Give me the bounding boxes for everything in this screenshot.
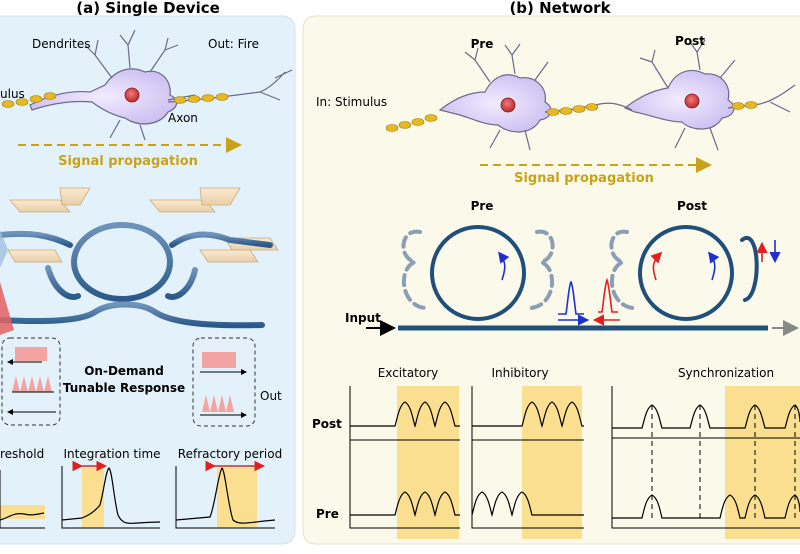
waveguide-top-right	[169, 231, 273, 248]
drop-coupler-pre-right	[529, 229, 555, 310]
integration-plot	[61, 460, 161, 529]
integration-label: Integration time	[63, 447, 160, 461]
input-beam-blue	[0, 230, 8, 268]
threshold-label: reshold	[0, 447, 44, 461]
post-neuron-label: Post	[675, 34, 705, 48]
out-small-label: Out	[260, 389, 282, 403]
ring-resonator-a	[71, 222, 173, 302]
ring-post	[638, 225, 734, 321]
row-pre-label: Pre	[316, 507, 339, 521]
response-line1: On-Demand	[84, 364, 164, 378]
signal-label-a: Signal propagation	[58, 154, 198, 169]
myelin-b-middle	[546, 103, 599, 116]
coupler-post-right	[740, 235, 759, 302]
myelin-b-left	[385, 114, 438, 132]
sync-diagram	[611, 386, 800, 539]
drop-coupler-pre-left	[401, 229, 427, 310]
ring-network	[366, 225, 799, 336]
input-label: Input	[345, 311, 381, 325]
refractory-label: Refractory period	[178, 447, 282, 461]
inhibitory-label: Inhibitory	[491, 366, 548, 380]
excitatory-label: Excitatory	[378, 366, 439, 380]
photonic-device	[0, 187, 279, 335]
neuron-a-nucleus	[124, 87, 140, 103]
neuron-pre	[438, 43, 569, 151]
myelin-a-left	[1, 92, 57, 108]
panel-a-title: (a) Single Device	[76, 0, 220, 17]
excitatory-diagram	[349, 386, 460, 539]
myelin-b-right	[731, 101, 758, 110]
out-fire-label: Out: Fire	[208, 37, 259, 51]
ring-pre	[430, 225, 526, 321]
circulation-arrow-pre	[498, 251, 510, 281]
response-line2: Tunable Response	[63, 381, 185, 395]
neuron-a	[29, 29, 293, 141]
input-pulse-box	[1, 337, 61, 426]
myelin-a-axon	[173, 93, 229, 104]
drop-coupler-post-left	[609, 229, 635, 310]
stimulus-label-b: In: Stimulus	[316, 95, 387, 109]
threshold-plot	[0, 470, 45, 529]
dendrites-label: Dendrites	[32, 37, 90, 51]
output-pulse-box	[192, 337, 256, 427]
coupler-right	[165, 267, 198, 300]
pre-neuron-label: Pre	[471, 37, 494, 51]
pulse-red-b	[598, 277, 618, 313]
neuron-post	[544, 39, 796, 151]
input-beam-red	[0, 282, 14, 335]
row-post-label: Post	[312, 417, 342, 431]
ring-pre-label: Pre	[471, 199, 494, 213]
circulation-arrow-post-blue	[708, 251, 720, 281]
inhibitory-diagram	[471, 386, 584, 539]
axon-label: Axon	[168, 111, 198, 125]
waveguide-top-left	[0, 230, 73, 248]
neuron-pre-nucleus	[500, 97, 516, 113]
pulse-blue-b	[558, 280, 584, 315]
signal-label-b: Signal propagation	[514, 171, 654, 186]
stimulus-label-a: ulus	[0, 87, 25, 101]
panel-b-title: (b) Network	[509, 0, 611, 17]
neuron-post-nucleus	[684, 93, 700, 109]
bus-waveguide-a	[0, 301, 265, 329]
refractory-plot	[175, 460, 276, 529]
ring-post-label: Post	[677, 199, 707, 213]
sync-label: Synchronization	[678, 366, 774, 380]
coupler-left	[45, 265, 81, 300]
electrode-pads	[7, 187, 279, 263]
circulation-arrow-post-red	[650, 251, 663, 281]
